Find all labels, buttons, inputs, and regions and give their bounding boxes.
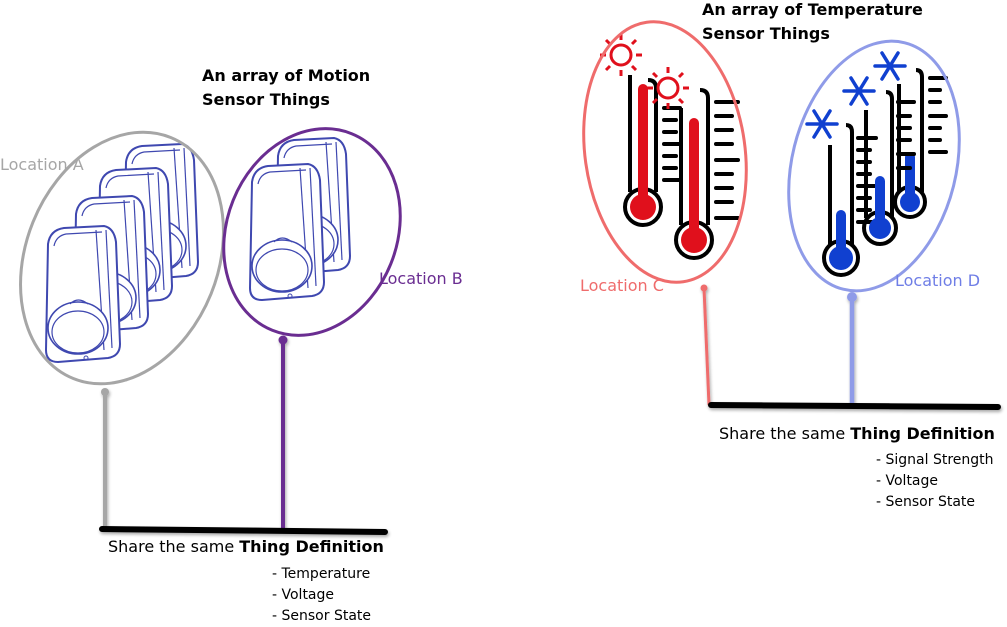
location-b-label: Location B [379, 269, 463, 288]
sun-icon [647, 67, 689, 109]
share-bold: Thing Definition [239, 537, 384, 556]
motion-properties-list: - Temperature - Voltage - Sensor State [272, 564, 371, 627]
property-item: - Voltage [876, 473, 939, 489]
location-d-ellipse [787, 39, 961, 293]
property-item: - Voltage [272, 587, 335, 603]
temperature-title-line-1: An array of Temperature [702, 0, 923, 19]
location-a-ellipse [19, 130, 225, 386]
temperature-properties-list: - Signal Strength - Voltage - Sensor Sta… [876, 450, 994, 513]
motion-sensor-stack-b [249, 137, 351, 301]
motion-title-line-1: An array of Motion [202, 66, 371, 85]
sun-icon [600, 34, 642, 76]
motion-share-caption: Share the same Thing Definition [108, 537, 384, 556]
cold-thermometers [805, 51, 948, 277]
temperature-group-title: An array of Temperature Sensor Things [702, 0, 923, 46]
motion-title-line-2: Sensor Things [202, 90, 330, 109]
temperature-title-line-2: Sensor Things [702, 24, 830, 43]
property-item: - Signal Strength [876, 452, 994, 468]
location-b-ellipse [222, 127, 402, 337]
motion-group-title: An array of Motion Sensor Things [202, 64, 370, 112]
temperature-share-caption: Share the same Thing Definition [719, 424, 995, 443]
property-item: - Sensor State [272, 608, 371, 624]
property-item: - Sensor State [876, 494, 975, 510]
location-c-label: Location C [580, 276, 664, 295]
motion-connector [99, 335, 388, 535]
share-bold: Thing Definition [850, 424, 995, 443]
share-prefix: Share the same [108, 537, 240, 556]
location-d-label: Location D [895, 271, 981, 290]
property-item: - Temperature [272, 566, 371, 582]
location-c-ellipse [582, 20, 748, 284]
hot-thermometers [600, 34, 740, 260]
location-a-label: Location A [0, 155, 84, 174]
temperature-connector [700, 284, 1001, 410]
snowflake-icon [805, 51, 907, 139]
share-prefix: Share the same [719, 424, 851, 443]
motion-sensor-stack-a [45, 143, 199, 363]
